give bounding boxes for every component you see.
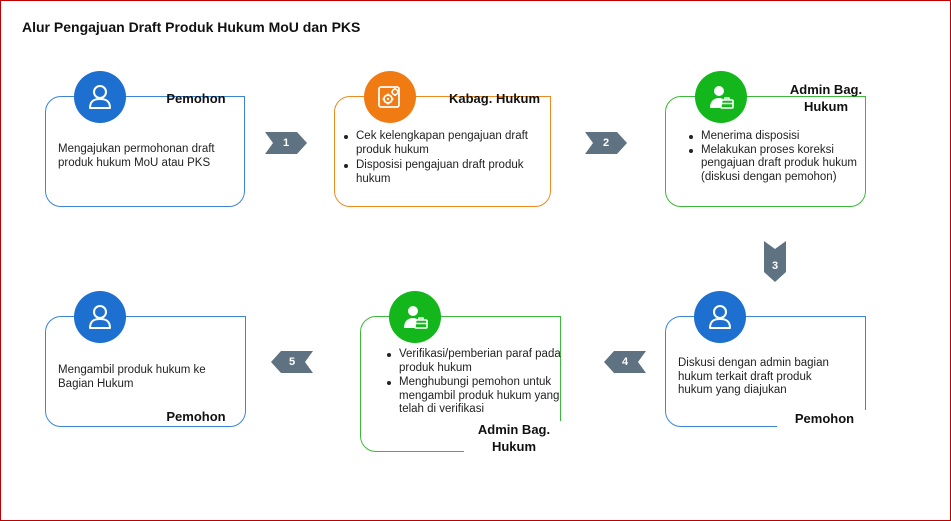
admin-briefcase-icon <box>389 291 441 343</box>
step-role-label: Admin Bag. Hukum <box>464 421 564 455</box>
step-task-list: Verifikasi/pemberian paraf pada produk h… <box>387 348 569 417</box>
step-task-list: Menerima disposisi Melakukan proses kore… <box>689 130 871 184</box>
settings-gears-icon <box>364 71 416 123</box>
step-description: Mengajukan permohonan draft produk hukum… <box>58 143 215 169</box>
step-role-label: Pemohon <box>777 410 872 427</box>
arrow-number: 4 <box>621 356 629 368</box>
step-description: Mengambil produk hukum ke Bagian Hukum <box>58 364 206 390</box>
arrow-number: 3 <box>771 259 779 272</box>
task-item: Cek kelengkapan pengajuan draft produk h… <box>344 130 551 157</box>
arrow-number: 2 <box>602 137 610 149</box>
step-role-label: Pemohon <box>166 91 226 106</box>
step-role-label: Pemohon <box>166 409 226 424</box>
step-task-list: Cek kelengkapan pengajuan draft produk h… <box>344 130 551 186</box>
flow-arrow-2: 2 <box>585 132 627 154</box>
admin-briefcase-icon <box>695 71 747 123</box>
task-item: Menghubungi pemohon untuk mengambil prod… <box>387 376 569 417</box>
arrow-number: 1 <box>282 137 290 149</box>
step-card-pemohon-diskusi <box>665 316 866 427</box>
flow-arrow-4: 4 <box>604 351 646 373</box>
user-icon <box>694 291 746 343</box>
task-item: Verifikasi/pemberian paraf pada produk h… <box>387 348 569 375</box>
arrow-number: 5 <box>288 356 296 368</box>
step-role-label: Kabag. Hukum <box>448 91 540 106</box>
step-card-pemohon-ambil <box>45 316 246 427</box>
flow-arrow-3: 3 <box>764 241 786 282</box>
diagram-title: Alur Pengajuan Draft Produk Hukum MoU da… <box>22 19 361 35</box>
step-card-pemohon-submit <box>45 96 245 207</box>
user-icon <box>74 291 126 343</box>
flow-arrow-5: 5 <box>271 351 313 373</box>
task-item: Menerima disposisi <box>689 130 871 144</box>
task-item: Disposisi pengajuan draft produk hukum <box>344 159 551 186</box>
user-icon <box>74 71 126 123</box>
flow-arrow-1: 1 <box>265 132 307 154</box>
task-item: Melakukan proses koreksi pengajuan draft… <box>689 144 871 185</box>
step-role-label: Admin Bag. Hukum <box>789 82 863 114</box>
step-description: Diskusi dengan admin bagian hukum terkai… <box>678 357 829 396</box>
step-card-admin-disposisi <box>665 96 866 207</box>
